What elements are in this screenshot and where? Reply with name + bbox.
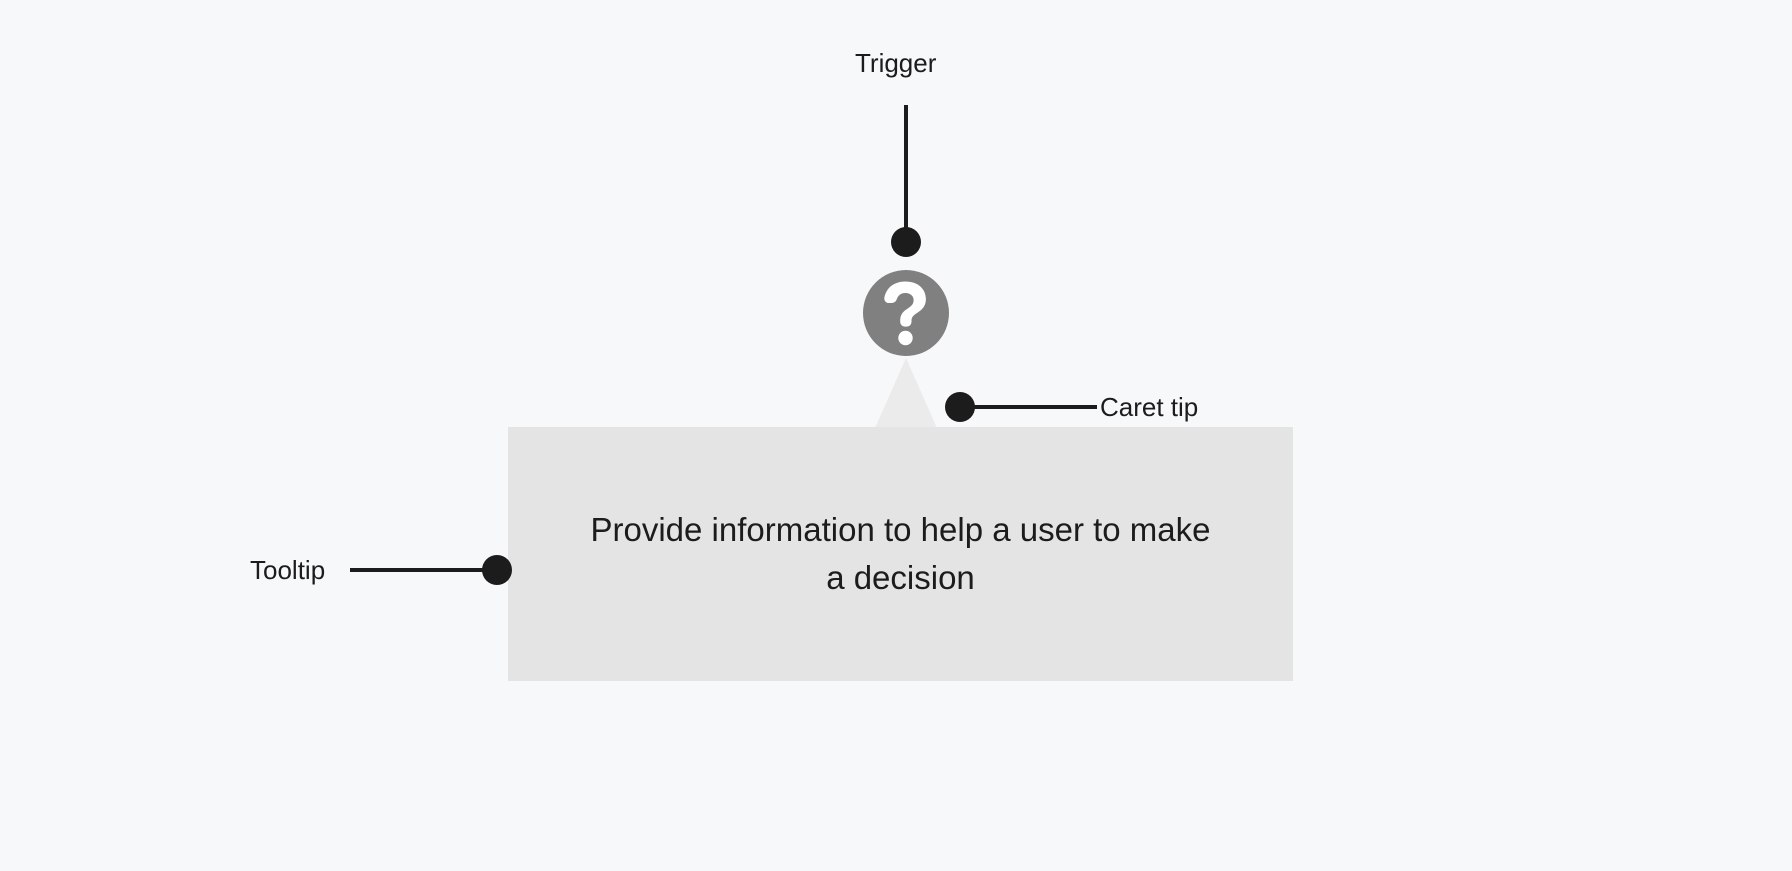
callout-label-caret-tip: Caret tip	[1100, 392, 1199, 422]
leader-dot-caret-tip	[945, 392, 975, 422]
leader-dot-trigger	[891, 227, 921, 257]
tooltip-body-text: Provide information to help a user to ma…	[590, 511, 1211, 596]
callout-label-tooltip: Tooltip	[250, 555, 326, 585]
tooltip-body: Provide information to help a user to ma…	[508, 427, 1293, 681]
leader-line-tooltip	[350, 568, 485, 572]
tooltip-caret	[875, 358, 937, 428]
question-mark-circle-icon[interactable]	[863, 270, 949, 356]
leader-dot-tooltip	[482, 555, 512, 585]
callout-label-trigger: Trigger	[855, 48, 937, 78]
leader-line-caret-tip	[973, 405, 1097, 409]
leader-line-trigger	[904, 105, 908, 244]
